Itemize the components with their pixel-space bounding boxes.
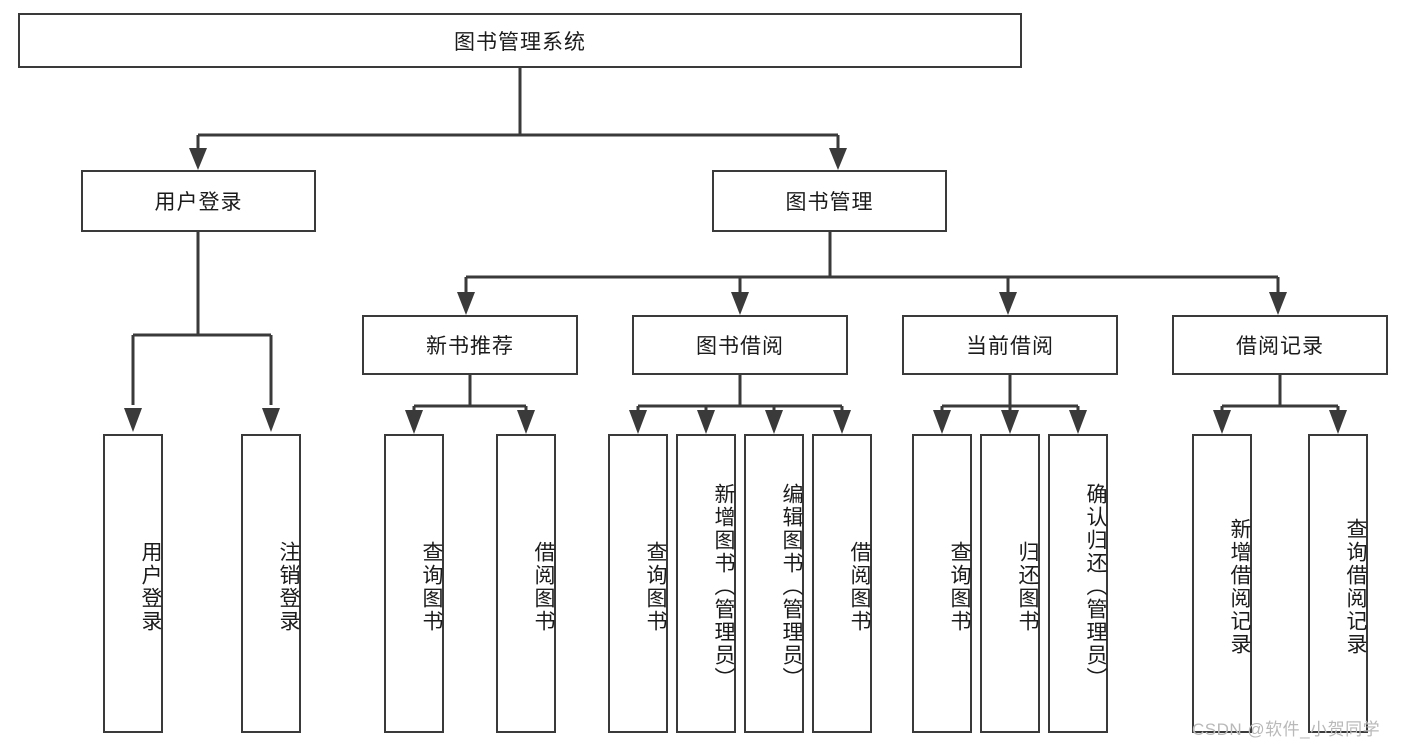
leaf-record-add-record[interactable]: 新增借阅记录 — [1192, 434, 1252, 733]
node-current-borrow[interactable]: 当前借阅 — [902, 315, 1118, 375]
node-label: 借阅记录 — [1236, 335, 1324, 358]
node-label: 用户登录 — [139, 540, 162, 633]
node-book-management[interactable]: 图书管理 — [712, 170, 947, 232]
node-label: 新增借阅记录 — [1228, 517, 1251, 656]
leaf-user-login-signin[interactable]: 用户登录 — [103, 434, 163, 733]
csdn-watermark: CSDN @软件_小贺同学 — [1192, 720, 1381, 739]
leaf-current-return-book[interactable]: 归还图书 — [980, 434, 1040, 733]
node-label: 借阅图书 — [532, 540, 555, 633]
node-label: 查询借阅记录 — [1344, 517, 1367, 656]
node-label: 查询图书 — [948, 540, 971, 633]
node-borrow-record[interactable]: 借阅记录 — [1172, 315, 1388, 375]
node-label: 用户登录 — [154, 191, 243, 214]
node-label: 查询图书 — [420, 540, 443, 633]
node-label: 确认归还（管理员） — [1084, 483, 1107, 690]
node-label: 借阅图书 — [848, 540, 871, 633]
leaf-user-login-logout[interactable]: 注销登录 — [241, 434, 301, 733]
node-label: 查询图书 — [644, 540, 667, 633]
node-label: 当前借阅 — [966, 335, 1054, 358]
leaf-current-confirm-return-admin[interactable]: 确认归还（管理员） — [1048, 434, 1108, 733]
node-label: 新增图书（管理员） — [712, 483, 735, 690]
leaf-borrow-edit-book-admin[interactable]: 编辑图书（管理员） — [744, 434, 804, 733]
leaf-recommend-query-book[interactable]: 查询图书 — [384, 434, 444, 733]
leaf-borrow-borrow-book[interactable]: 借阅图书 — [812, 434, 872, 733]
node-label: 新书推荐 — [426, 335, 514, 358]
node-label: 图书管理系统 — [454, 30, 586, 54]
leaf-borrow-query-book[interactable]: 查询图书 — [608, 434, 668, 733]
node-label: 归还图书 — [1016, 540, 1039, 633]
node-user-login[interactable]: 用户登录 — [81, 170, 316, 232]
leaf-recommend-borrow-book[interactable]: 借阅图书 — [496, 434, 556, 733]
leaf-record-query-record[interactable]: 查询借阅记录 — [1308, 434, 1368, 733]
node-label: 编辑图书（管理员） — [780, 483, 803, 690]
leaf-current-query-book[interactable]: 查询图书 — [912, 434, 972, 733]
node-book-borrow[interactable]: 图书借阅 — [632, 315, 848, 375]
node-new-book-recommend[interactable]: 新书推荐 — [362, 315, 578, 375]
node-label: 注销登录 — [277, 540, 300, 633]
node-label: 图书借阅 — [696, 335, 784, 358]
node-root-system[interactable]: 图书管理系统 — [18, 13, 1022, 68]
node-label: 图书管理 — [785, 191, 874, 214]
leaf-borrow-add-book-admin[interactable]: 新增图书（管理员） — [676, 434, 736, 733]
